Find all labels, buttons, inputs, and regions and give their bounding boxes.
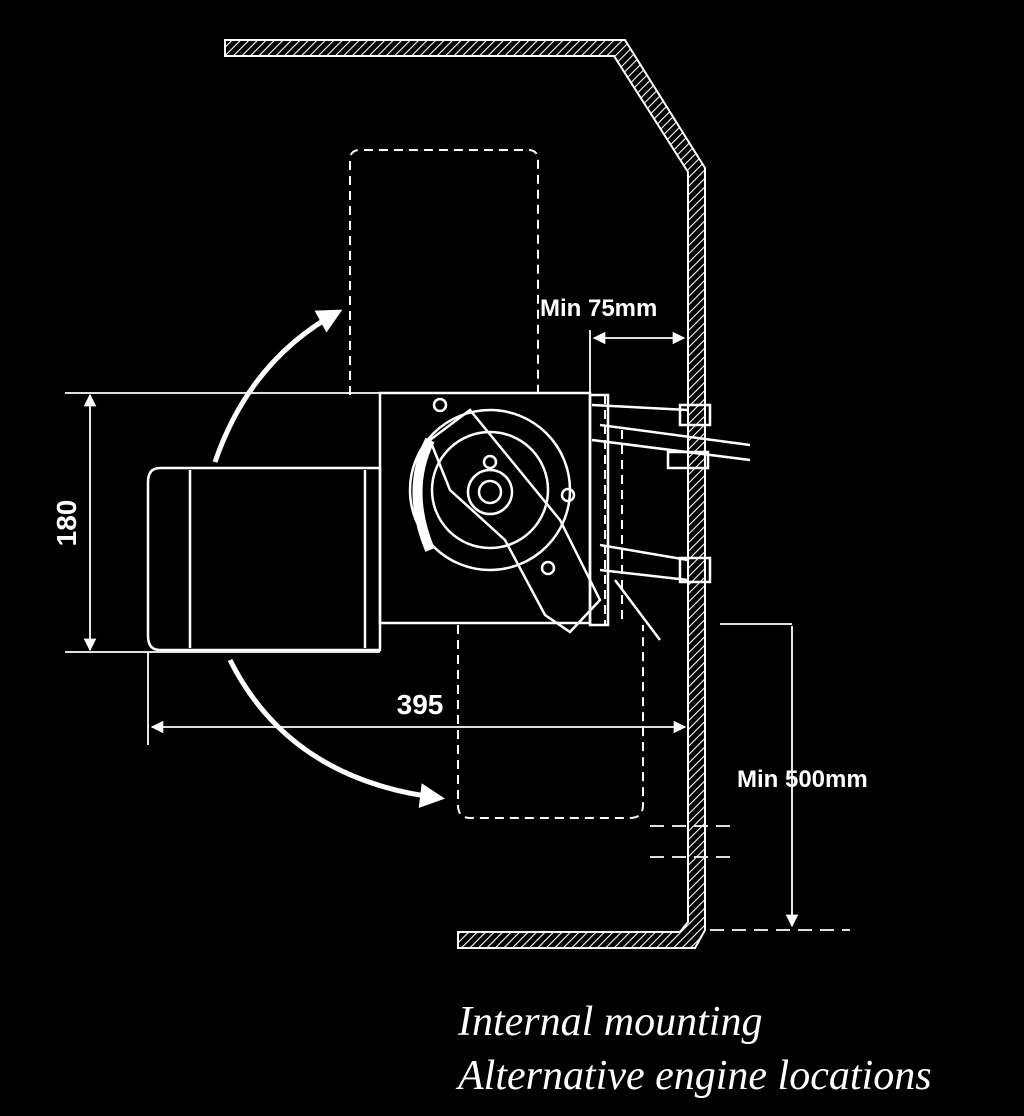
drive-shaft-lower	[599, 543, 689, 641]
bolt-lower	[678, 556, 712, 584]
rotation-arrow-up	[212, 309, 343, 463]
bolt-upper	[678, 403, 712, 427]
dimension-length	[147, 652, 687, 745]
alternative-location-upper	[349, 149, 539, 395]
dimension-height	[65, 392, 380, 653]
engine	[146, 391, 751, 652]
bolt-middle	[666, 450, 710, 470]
hub	[466, 468, 514, 516]
alternative-location-lower	[457, 625, 644, 819]
dimension-clearance-below-label: Min 500mm	[737, 766, 868, 793]
dimension-length-label: 395	[397, 689, 444, 720]
rotation-arrow-down	[227, 658, 445, 809]
dimension-clearance-side	[589, 330, 686, 395]
dimension-clearance-below	[650, 623, 850, 931]
figure-caption: Internal mounting Alternative engine loc…	[458, 995, 932, 1103]
dimension-clearance-side-label: Min 75mm	[540, 295, 657, 322]
gearbox-arm	[428, 408, 602, 634]
engine-motor-block	[146, 466, 382, 652]
drive-shaft-upper	[591, 403, 751, 462]
hull-outline	[224, 39, 706, 949]
caption-line-1: Internal mounting	[458, 999, 763, 1045]
caption-line-2: Alternative engine locations	[458, 1053, 932, 1099]
dimension-height-label: 180	[51, 500, 82, 547]
